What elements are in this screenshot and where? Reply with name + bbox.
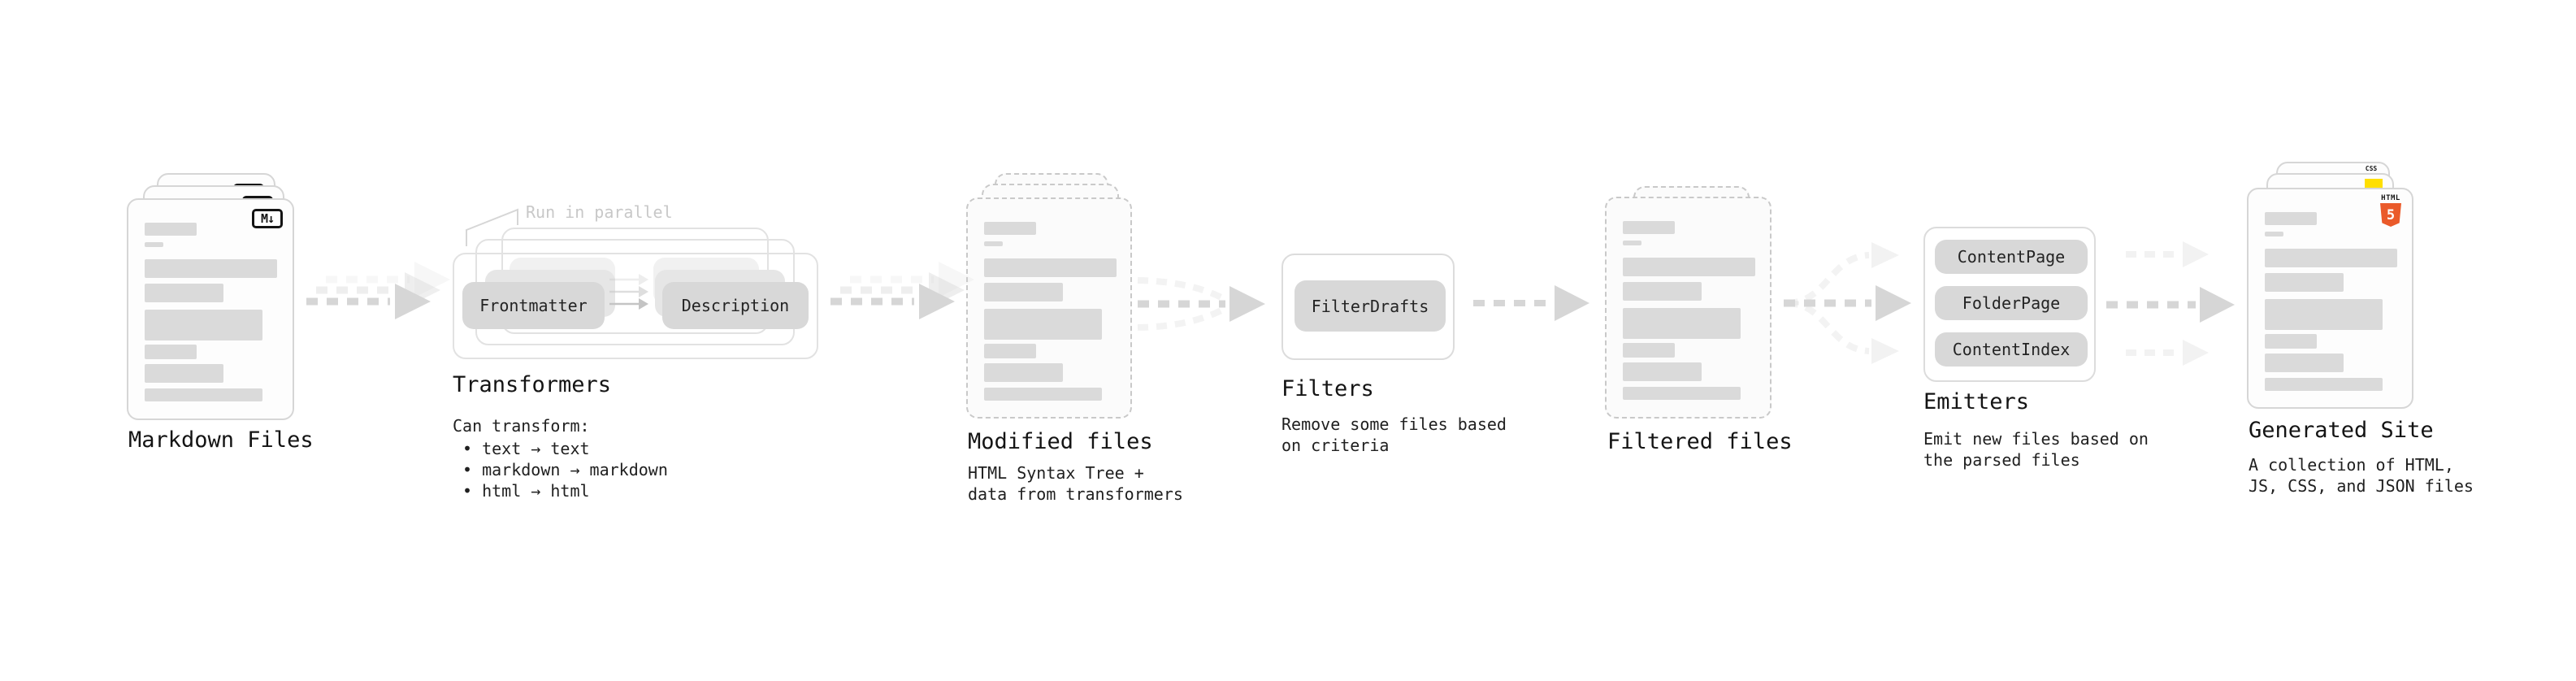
arrow-transformers-to-modified [830,262,974,319]
text-line-bar [2265,232,2283,236]
text-line-bar [984,309,1102,340]
transformers-label: Transformers [453,372,612,397]
html-file-card: HTML 5 [2247,188,2413,409]
run-in-parallel-note: Run in parallel [526,202,673,222]
modified-files-caption: HTML Syntax Tree + data from transformer… [968,462,1183,505]
arrow-emitters-to-generated [2106,241,2235,366]
caption-line: data from transformers [968,484,1183,504]
filtered-file-card-front [1605,197,1772,419]
transformers-caption: Can transform: [453,415,590,436]
modified-file-card-front [966,197,1132,419]
caption-line: Can transform: [453,416,590,436]
filters-caption: Remove some files based on criteria [1281,414,1507,456]
text-line-bar [145,259,277,278]
text-line-bar [1623,282,1702,301]
markdown-files-label: Markdown Files [128,427,314,453]
markdown-file-card-front: M↓ [127,198,294,420]
text-line-bar [984,258,1117,277]
text-line-bar [2265,273,2344,292]
text-line-bar [984,283,1063,301]
modified-files-label: Modified files [968,429,1153,454]
text-line-bar [1623,221,1675,234]
emitters-box: ContentPage FolderPage ContentIndex [1923,227,2096,382]
markdown-icon: M↓ [252,209,283,228]
caption-line: JS, CSS, and JSON files [2249,476,2474,496]
bullet-line: • html → html [462,481,590,501]
emitter-pill-contentpage: ContentPage [1935,240,2088,274]
text-line-bar [2265,378,2383,391]
text-line-bar [984,222,1036,235]
emitters-label: Emitters [1923,389,2030,414]
text-line-bar [2265,334,2317,349]
emitter-pill-folderpage: FolderPage [1935,286,2088,320]
text-line-bar [145,364,223,383]
text-line-bar [145,242,163,247]
arrow-filtered-to-emitters [1784,242,1911,364]
text-line-bar [2265,212,2317,225]
text-line-bar [145,284,223,302]
filtered-files-label: Filtered files [1607,429,1793,454]
arrow-filters-to-filtered [1473,285,1589,321]
html5-icon: HTML 5 [2379,194,2402,227]
arrow-modified-to-filters [1137,277,1265,331]
bullet-line: • markdown → markdown [462,460,668,479]
generated-site-caption: A collection of HTML, JS, CSS, and JSON … [2249,454,2474,497]
transformers-bullet-list: • text → text • markdown → markdown • ht… [462,438,668,501]
caption-line: Emit new files based on [1923,429,2149,449]
text-line-bar [145,310,262,340]
text-line-bar [1623,308,1741,339]
transformer-pill-description: Description [662,282,809,329]
text-line-bar [1623,343,1675,358]
text-line-bar [1623,258,1755,276]
text-line-bar [145,388,262,401]
js-icon [2365,179,2383,190]
arrow-markdown-to-transformers [306,262,450,319]
filter-pill-filterdrafts: FilterDrafts [1295,280,1446,332]
generated-site-label: Generated Site [2249,418,2434,443]
caption-line: the parsed files [1923,450,2080,470]
text-line-bar [1623,241,1641,245]
transformer-layer-front: Frontmatter Description [453,253,818,359]
bullet-line: • text → text [462,439,590,458]
emitter-pill-contentindex: ContentIndex [1935,332,2088,367]
text-line-bar [2265,299,2383,330]
text-line-bar [2265,354,2344,372]
filters-label: Filters [1281,376,1374,401]
transformer-pill-frontmatter: Frontmatter [462,282,605,329]
text-line-bar [984,344,1036,358]
caption-line: Remove some files based [1281,414,1507,434]
emitters-caption: Emit new files based on the parsed files [1923,428,2149,471]
text-line-bar [984,363,1063,382]
text-line-bar [984,388,1102,401]
text-line-bar [1623,387,1741,400]
caption-line: HTML Syntax Tree + [968,463,1144,483]
text-line-bar [984,241,1003,246]
text-line-bar [145,345,197,359]
text-line-bar [1623,362,1702,381]
text-line-bar [2265,249,2397,267]
caption-line: A collection of HTML, [2249,455,2454,475]
caption-line: on criteria [1281,436,1390,455]
filters-box: FilterDrafts [1281,254,1455,360]
text-line-bar [145,223,197,236]
